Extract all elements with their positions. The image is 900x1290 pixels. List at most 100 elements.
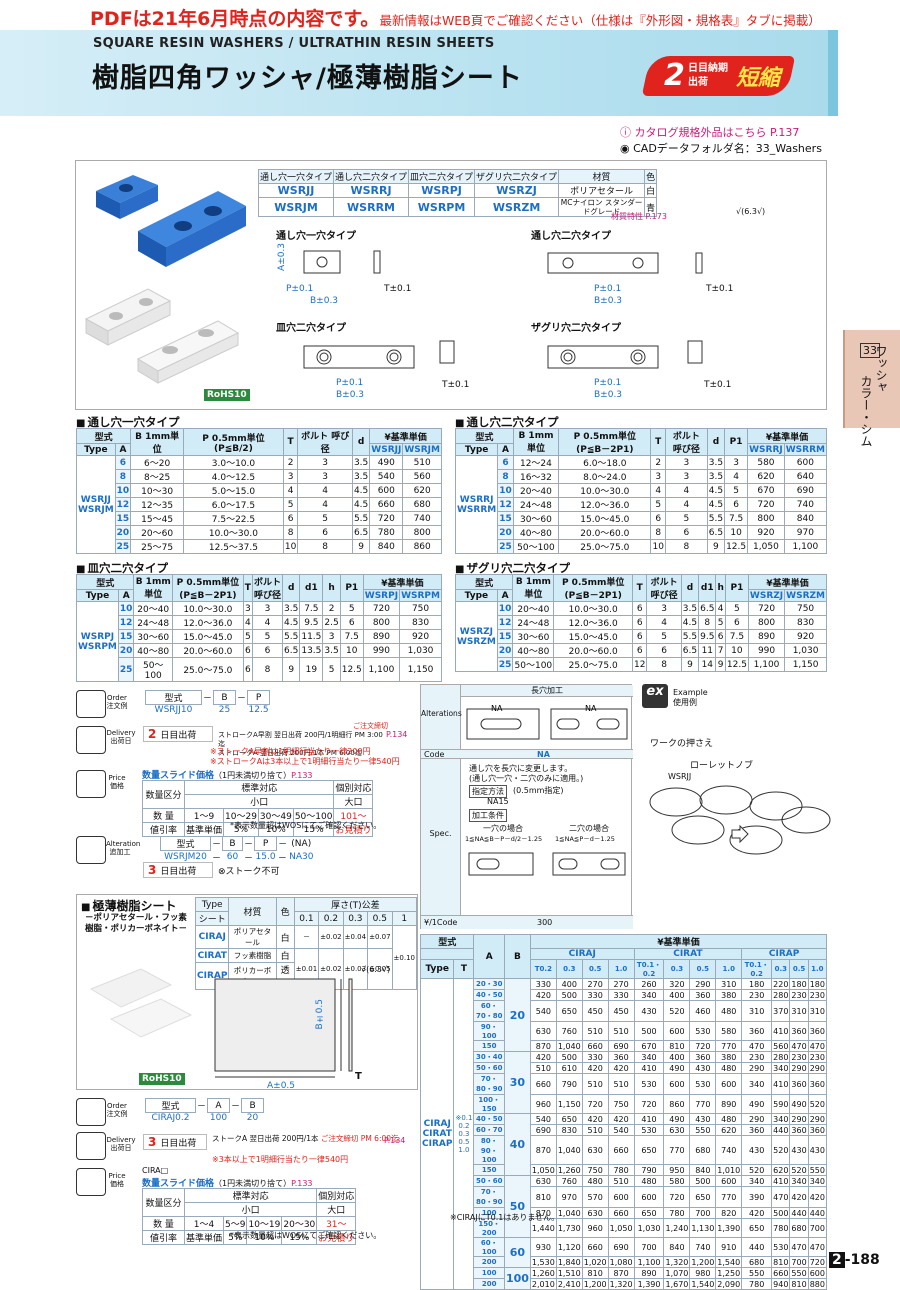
price-cell: 660: [581, 1040, 609, 1052]
column-subheader: A: [117, 589, 135, 602]
column-header: ¥基準単価: [747, 573, 828, 591]
price-cell: 1,200: [689, 1256, 717, 1268]
price-cell: 1,040: [555, 1135, 583, 1165]
spec-label: Spec.: [421, 759, 461, 915]
price-cell: 940: [771, 1278, 791, 1290]
type-name: WSRRJ: [459, 494, 494, 505]
table-cell: 10: [497, 483, 514, 498]
table-cell: 6: [282, 511, 299, 526]
table-cell: 3.5: [351, 455, 371, 470]
thickness-value: 1.0: [458, 1146, 470, 1154]
column-subheader: Type: [454, 443, 499, 456]
slide2-page[interactable]: P.133: [291, 1179, 313, 1188]
table-cell: 4.5: [706, 497, 726, 512]
product-photo: [84, 175, 246, 384]
sheet-h4: シート: [194, 911, 230, 926]
thickness-header: 1.0: [607, 959, 635, 979]
slide-page[interactable]: P.133: [291, 771, 313, 780]
delivery2-days-text: 日目出荷: [160, 1139, 197, 1149]
blue-washer-image: [96, 175, 246, 267]
alt-v3: 15.0: [255, 852, 276, 863]
table-cell: 6: [297, 525, 353, 540]
page-number-page: -188: [844, 1252, 880, 1268]
price-cell: 340: [771, 1113, 791, 1125]
alt-h3: P: [254, 836, 278, 851]
table-cell: 8: [282, 525, 299, 540]
sheet-r0c5: ±0.04: [342, 925, 369, 949]
table-cell: 5.5: [706, 511, 726, 526]
table-cell: 3.5: [282, 601, 301, 616]
side-tab[interactable]: [843, 330, 900, 428]
catalog-link[interactable]: ⓘ カタログ規格外品はこちら P.137: [620, 126, 800, 139]
column-subheader: WSRPJ: [362, 589, 401, 602]
table-cell: 830: [784, 615, 827, 630]
type-name: CIRAP: [422, 1139, 453, 1149]
price-cell: 720: [807, 1256, 828, 1268]
table-cell: 16～32: [512, 469, 560, 484]
delivery2-label: Delivery 出荷日: [106, 1136, 136, 1152]
price-cell: 770: [715, 1186, 743, 1208]
price-cell: 890: [715, 1094, 743, 1114]
price-cell: 810: [529, 1186, 557, 1208]
price-cell: 780: [741, 1278, 773, 1290]
price-cell: 1,040: [555, 1040, 583, 1052]
price-cell: 650: [689, 1186, 717, 1208]
order-v1: WSRJJ10: [154, 705, 193, 716]
sheet-r1c7: ±0.10: [391, 925, 418, 990]
slide-title-text: 数量スライド価格: [142, 771, 215, 781]
type-name: WSRPM: [78, 641, 117, 652]
thickness-value: 0.2: [458, 1122, 470, 1130]
table-cell: 12: [631, 657, 648, 672]
table-cell: 20～40: [512, 483, 560, 498]
price-cell: 620: [715, 1124, 743, 1136]
dim-t-1: T±0.1: [383, 284, 411, 294]
table-cell: 3: [297, 469, 353, 484]
table-cell: 9: [680, 657, 700, 672]
svg-text:NA: NA: [491, 704, 503, 713]
price-cell: 1,260: [529, 1267, 557, 1279]
type-r2c3: WSRPM: [408, 197, 476, 217]
price-cell: 540: [529, 1113, 557, 1125]
rush-deadline: ご注文締切: [353, 722, 388, 730]
price-cell: 290: [689, 978, 717, 990]
table-cell: 4: [664, 483, 708, 498]
material-note[interactable]: 材質特性 P.173: [611, 212, 667, 221]
slide1-h3: 小口: [183, 794, 335, 809]
table-cell: 50～100: [133, 657, 173, 682]
delivery2-page[interactable]: P.134: [384, 1136, 406, 1145]
column-header: h: [322, 574, 341, 602]
price-cell: 600: [633, 1186, 665, 1208]
order-h3: P: [247, 690, 271, 705]
slide-cell: 数 量: [142, 808, 185, 823]
table-cell: 2: [322, 601, 341, 616]
table-cell: 12～35: [130, 497, 184, 512]
delivery-page[interactable]: P.134: [386, 730, 408, 739]
thickness-header: 0.3: [771, 959, 791, 979]
price-cell: 510: [607, 1021, 635, 1041]
table-cell: 13.5: [299, 643, 324, 658]
price-cell: 600: [607, 1186, 635, 1208]
table-cell: 9.5: [299, 615, 324, 630]
price-cell: 180: [789, 978, 809, 990]
table-cell: 12.5: [724, 539, 749, 554]
alterations-label: Alterations: [421, 685, 462, 749]
price-cell: 1,070: [663, 1267, 691, 1279]
price-cell: 410: [633, 1062, 665, 1074]
group-header: CIRAP: [741, 948, 827, 960]
table-cell: 1,150: [399, 657, 442, 682]
a-cell: 60・70: [473, 1124, 505, 1136]
alt-v1: WSRJM20: [164, 852, 207, 863]
stroke-a: ストロークA 翌日出荷 200円/1本 PM 6:00迄: [218, 749, 362, 757]
table-cell: 6: [715, 629, 726, 644]
table-cell: 750: [784, 601, 827, 616]
a-cell: 60・70・80: [473, 1000, 505, 1022]
price-cell: 860: [663, 1094, 691, 1114]
table-cell: 25.0～75.0: [171, 657, 244, 682]
price-cell: 1,390: [715, 1218, 743, 1238]
price-cell: 270: [607, 978, 635, 990]
